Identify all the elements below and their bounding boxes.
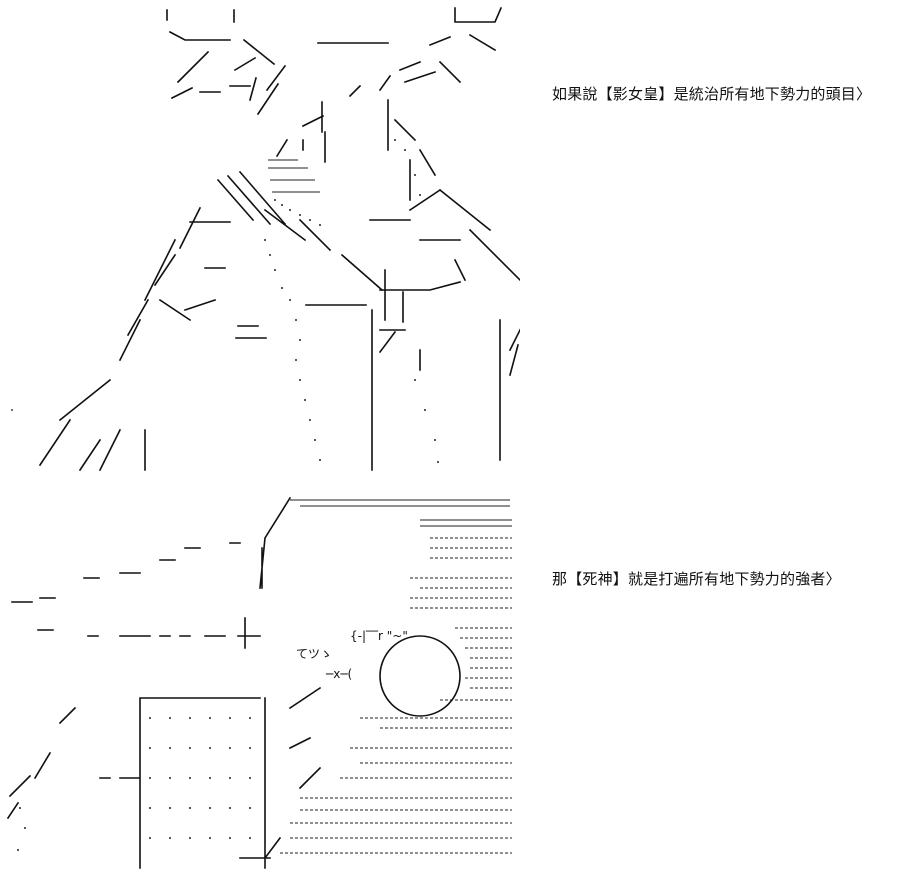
ascii-art-panel-bottom: てツゝ {-|‾‾r "~" ─x─( 那【死神】就是打遍所有地下勢力的強者〉 (0, 478, 900, 870)
svg-text:─x─(: ─x─( (325, 667, 352, 681)
ascii-art-figure-shadow-empress (11, 6, 520, 472)
narration-caption: 那【死神】就是打遍所有地下勢力的強者〉 (552, 570, 841, 588)
narration-caption: 如果說【影女皇】是統治所有地下勢力的頭目〉 (552, 85, 872, 103)
ascii-art-figure-death-god: てツゝ {-|‾‾r "~" ─x─( (6, 496, 512, 869)
art-text: てツゝ (296, 647, 332, 661)
svg-text:{-|‾‾r "~": {-|‾‾r "~" (350, 629, 408, 643)
ascii-art-panel-top: 如果說【影女皇】是統治所有地下勢力的頭目〉 (11, 6, 872, 472)
